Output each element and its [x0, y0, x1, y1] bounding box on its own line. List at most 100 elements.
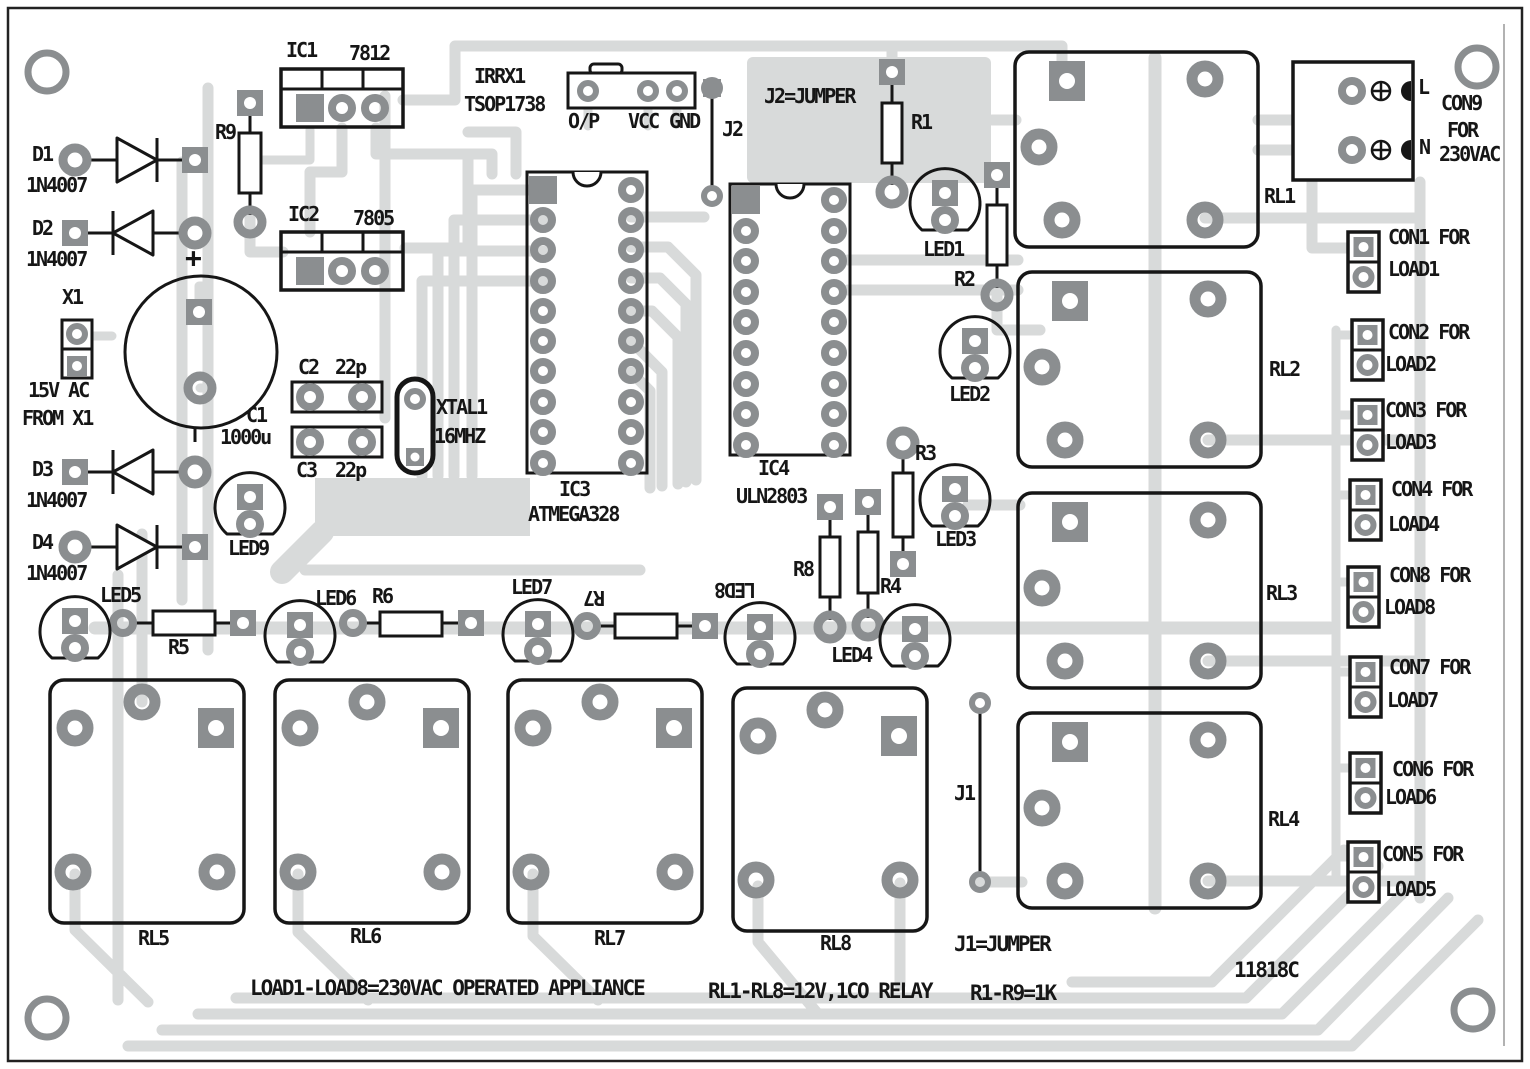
xtal1-footprint [394, 376, 436, 476]
led1-label: LED1 [923, 237, 965, 261]
relay-rl1 [1015, 52, 1258, 247]
con2-label-line2: LOAD2 [1385, 352, 1437, 376]
c1-label: C1 [246, 403, 268, 427]
ic4-label: IC4 [758, 456, 790, 480]
con7-label-line2: LOAD7 [1387, 688, 1439, 712]
con8-label-line1: CON8 FOR [1389, 563, 1471, 587]
c2-value: 22p [335, 355, 367, 379]
con7-label-line1: CON7 FOR [1389, 655, 1471, 679]
diode-d2 [62, 209, 207, 257]
diode-d3 [62, 448, 207, 496]
note-relays: RL1-RL8=12V,1CO RELAY [708, 979, 934, 1003]
con1-label-line1: CON1 FOR [1388, 225, 1470, 249]
con8-footprint [1348, 567, 1379, 627]
led7-label: LED7 [511, 575, 553, 599]
mounting-holes [24, 44, 1500, 1041]
r6-label: R6 [372, 584, 394, 608]
resistors-vertical [237, 59, 1010, 639]
led5-label: LED5 [100, 583, 142, 607]
diode-d1 [63, 136, 208, 184]
relay-rl5 [50, 680, 244, 923]
r7-label: R7 [585, 586, 606, 610]
con2-label-line1: CON2 FOR [1388, 320, 1470, 344]
rl2-label: RL2 [1269, 357, 1301, 381]
led8-label: LED8 [716, 578, 757, 602]
diode-d4 [63, 523, 208, 571]
c3-value: 22p [335, 458, 367, 482]
j2-label: J2 [722, 117, 744, 141]
capacitor-c1-footprint [123, 274, 279, 442]
ic3-label: IC3 [559, 477, 591, 501]
con2-footprint [1352, 320, 1383, 380]
con9-n-label: N [1419, 135, 1431, 159]
c1-value: 1000u [220, 425, 272, 449]
ic1-value: 7812 [349, 41, 391, 65]
d3-label: D3 [32, 457, 54, 481]
con9-name-label: CON9 [1441, 91, 1483, 115]
r1-label: R1 [911, 110, 933, 134]
relay-rl7 [508, 680, 702, 923]
rl7-label: RL7 [594, 926, 626, 950]
x1-connector-footprint [60, 318, 94, 380]
ic4-uln2803-footprint [728, 182, 852, 455]
led3-label: LED3 [935, 527, 977, 551]
con3-label-line2: LOAD3 [1385, 430, 1437, 454]
relay-rl4 [1018, 713, 1261, 908]
tsop-pin-vcc-label: VCC [628, 109, 660, 133]
con1-label-line2: LOAD1 [1388, 257, 1440, 281]
led4-label: LED4 [831, 643, 873, 667]
irrx1-value: TSOP1738 [464, 92, 546, 116]
led2-label: LED2 [949, 382, 991, 406]
rl6-label: RL6 [350, 924, 382, 948]
note-loads: LOAD1-LOAD8=230VAC OPERATED APPLIANCE [250, 976, 646, 1000]
ic2-value: 7805 [353, 206, 395, 230]
con9-for-label: FOR [1447, 118, 1479, 142]
rl8-label: RL8 [820, 931, 852, 955]
note-resistors: R1-R9=1K [970, 981, 1057, 1005]
ic4-value: ULN2803 [736, 484, 808, 508]
ic3-atmega328-footprint [525, 170, 649, 473]
x1-note-line2: FROM X1 [22, 406, 94, 430]
con9-l-label: L [1418, 75, 1430, 99]
capacitor-c3-footprint [290, 425, 384, 459]
d1-value: 1N4007 [26, 173, 88, 197]
c2-label: C2 [298, 355, 320, 379]
irrx1-label: IRRX1 [474, 64, 526, 88]
irrx1-tsop1738-footprint [566, 62, 697, 110]
ic2-label: IC2 [288, 202, 320, 226]
led9-label: LED9 [228, 536, 270, 560]
r9-label: R9 [215, 120, 237, 144]
jumper-j2 [703, 79, 721, 204]
tsop-pin-gnd-label: GND [669, 109, 701, 133]
capacitor-c2-footprint [290, 380, 384, 414]
d3-value: 1N4007 [26, 488, 88, 512]
d2-label: D2 [32, 216, 54, 240]
relay-rl6 [275, 680, 469, 923]
relay-rl2 [1018, 272, 1261, 467]
ic1-label: IC1 [286, 38, 318, 62]
con4-label-line2: LOAD4 [1388, 512, 1440, 536]
relay-rl8 [733, 688, 927, 931]
r3-label: R3 [915, 441, 937, 465]
con9-voltage-label: 230VAC [1439, 142, 1501, 166]
con4-label-line1: CON4 FOR [1391, 477, 1473, 501]
relay-rl3 [1018, 493, 1261, 688]
ic3-value: ATMEGA328 [528, 502, 620, 526]
d2-value: 1N4007 [26, 247, 88, 271]
r2-label: R2 [954, 267, 976, 291]
jumper-j1 [972, 695, 988, 890]
note-j1-jumper: J1=JUMPER [954, 932, 1052, 956]
con8-label-line2: LOAD8 [1384, 595, 1436, 619]
board-code: 11818C [1234, 958, 1300, 982]
r8-label: R8 [793, 557, 815, 581]
r5-label: R5 [168, 635, 190, 659]
rl1-label: RL1 [1264, 184, 1296, 208]
con7-footprint [1350, 657, 1381, 717]
con4-footprint [1350, 480, 1381, 540]
copper-patches [315, 57, 991, 536]
con5-footprint [1348, 842, 1379, 902]
con3-label-line1: CON3 FOR [1385, 398, 1467, 422]
j1-label: J1 [954, 781, 976, 805]
